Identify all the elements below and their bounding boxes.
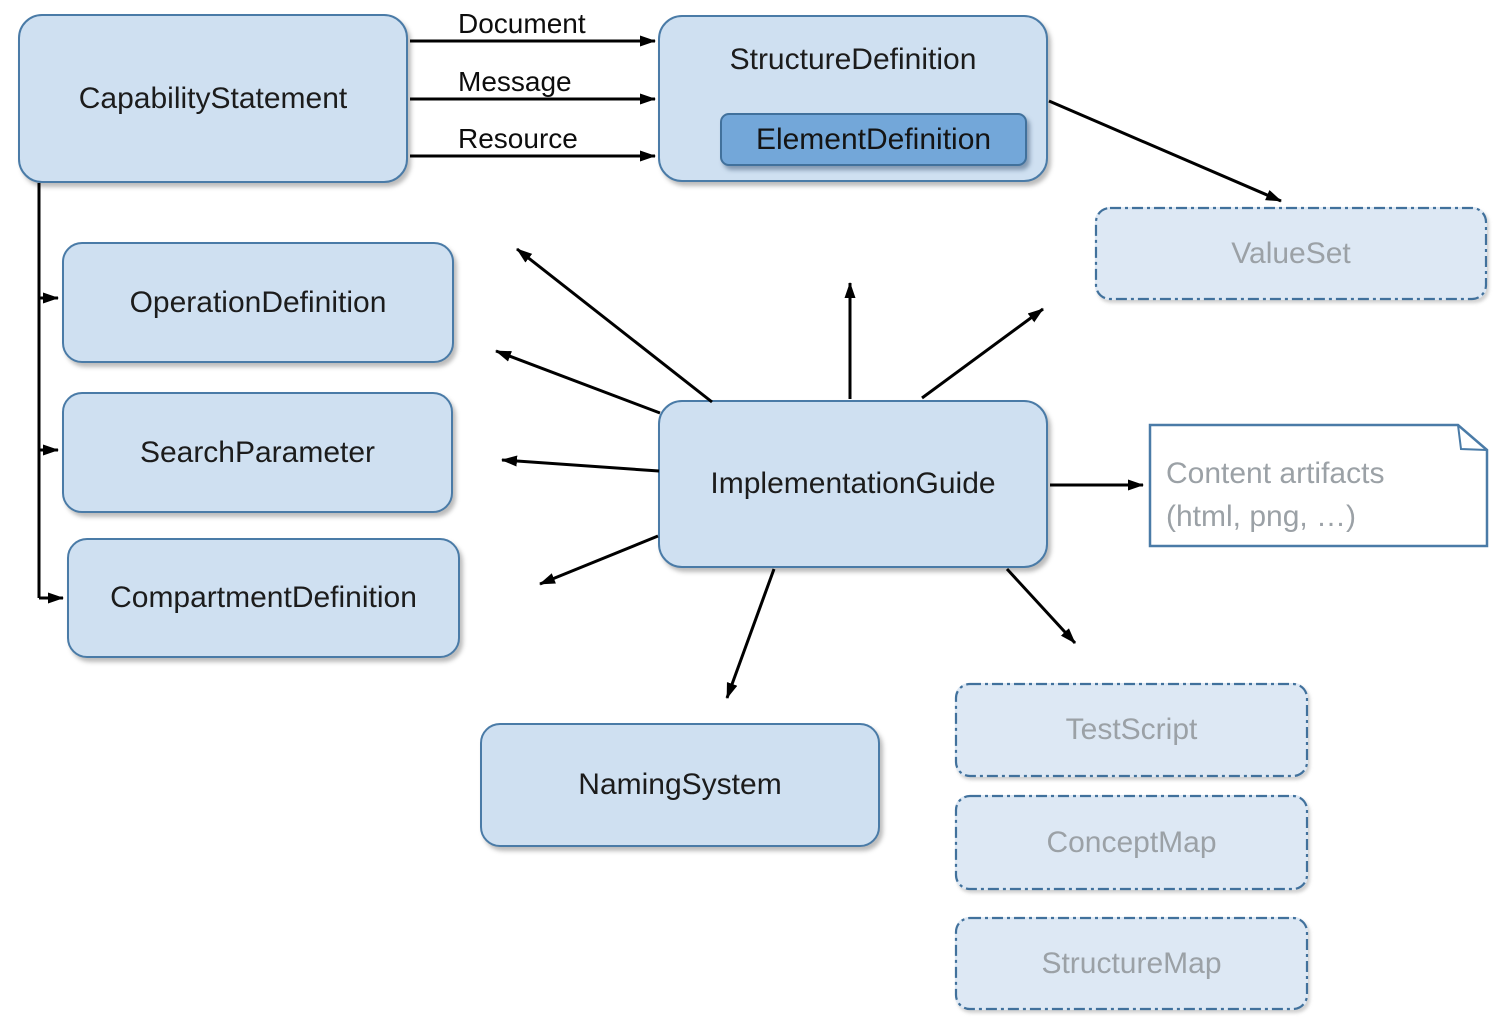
node-operation-definition: OperationDefinition bbox=[62, 242, 454, 363]
edge-label-message: Message bbox=[458, 66, 572, 97]
node-naming-system: NamingSystem bbox=[480, 723, 880, 847]
node-structure-map: StructureMap bbox=[955, 917, 1308, 1010]
arrow-ig-left bbox=[501, 455, 660, 473]
node-capability-statement: CapabilityStatement bbox=[18, 14, 408, 183]
node-label: ConceptMap bbox=[1046, 825, 1217, 859]
node-label: ValueSet bbox=[1231, 236, 1351, 270]
node-label: CompartmentDefinition bbox=[110, 581, 417, 614]
node-label: TestScript bbox=[1065, 713, 1198, 746]
node-label: ElementDefinition bbox=[755, 122, 992, 156]
content-artifacts-line2: (html, png, …) bbox=[1166, 500, 1357, 533]
edge-label-resource: Resource bbox=[458, 123, 578, 154]
node-label: SearchParameter bbox=[139, 435, 376, 469]
node-label: StructureDefinition bbox=[729, 43, 977, 76]
node-element-definition: ElementDefinition bbox=[720, 113, 1027, 166]
node-label: NamingSystem bbox=[578, 768, 782, 801]
arrow-ig-to-naming-system bbox=[725, 568, 776, 699]
node-search-parameter: SearchParameter bbox=[62, 392, 453, 513]
node-label: OperationDefinition bbox=[129, 285, 387, 319]
arrow-ig-to-test-script bbox=[1005, 567, 1077, 645]
arrow-ig-upleft-near bbox=[495, 349, 661, 415]
arrow-structure-to-valueset bbox=[1048, 99, 1282, 203]
node-implementation-guide: ImplementationGuide bbox=[658, 400, 1048, 568]
arrow-ig-downleft bbox=[539, 534, 659, 586]
arrow-ig-upleft-far bbox=[516, 247, 713, 404]
node-label: StructureMap bbox=[1041, 946, 1222, 980]
node-structure-definition: StructureDefinition ElementDefinition bbox=[658, 15, 1048, 182]
node-compartment-definition: CompartmentDefinition bbox=[67, 538, 460, 658]
node-test-script: TestScript bbox=[955, 683, 1308, 777]
edge-label-document: Document bbox=[458, 8, 586, 39]
node-content-artifacts-text: Content artifacts (html, png, …) bbox=[1166, 452, 1384, 538]
node-concept-map: ConceptMap bbox=[955, 795, 1308, 890]
node-label: ImplementationGuide bbox=[710, 467, 996, 500]
content-artifacts-line1: Content artifacts bbox=[1166, 457, 1385, 490]
node-label: CapabilityStatement bbox=[78, 81, 348, 115]
node-value-set: ValueSet bbox=[1095, 207, 1487, 300]
arrow-ig-upright bbox=[921, 307, 1044, 400]
